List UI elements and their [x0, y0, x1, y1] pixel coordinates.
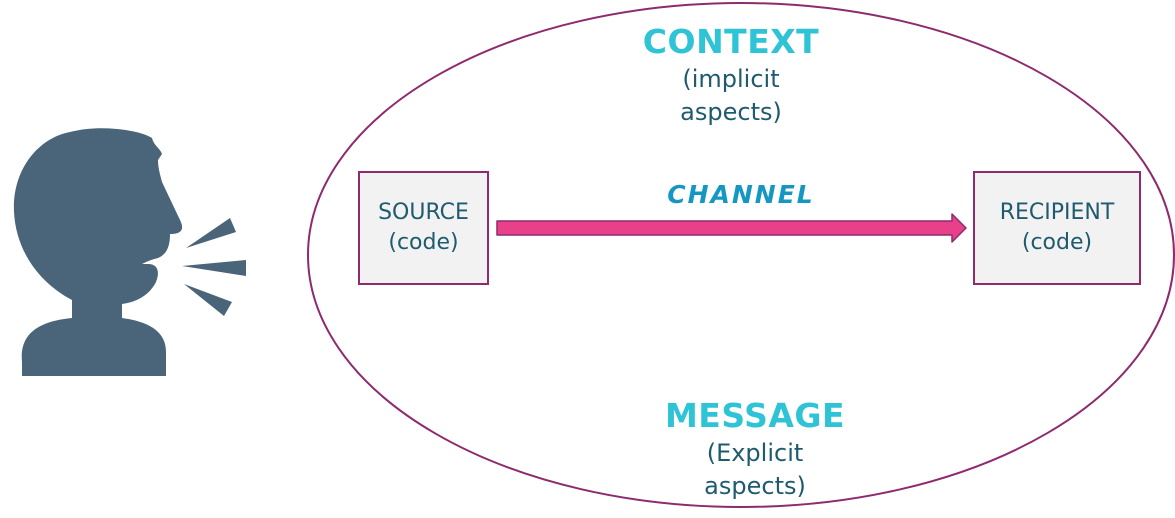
- message-subtext-line1: (Explicit: [706, 439, 804, 467]
- channel-arrow: [496, 213, 967, 243]
- source-box: SOURCE (code): [358, 171, 489, 285]
- context-heading: CONTEXT: [642, 22, 820, 61]
- message-label: MESSAGE (Explicit aspects): [625, 396, 885, 503]
- speaking-head-icon: [13, 128, 246, 376]
- channel-label: CHANNEL: [667, 180, 815, 209]
- recipient-label: RECIPIENT: [999, 200, 1115, 225]
- message-heading: MESSAGE: [664, 396, 846, 435]
- recipient-box: RECIPIENT (code): [973, 171, 1141, 285]
- context-ellipse: [307, 2, 1175, 508]
- recipient-code-label: (code): [1021, 230, 1093, 255]
- context-label: CONTEXT (implicit aspects): [611, 22, 851, 129]
- context-subtext-line2: aspects): [680, 98, 782, 126]
- source-label: SOURCE: [378, 200, 469, 225]
- context-subtext-line1: (implicit: [682, 65, 780, 93]
- message-subtext-line2: aspects): [704, 472, 806, 500]
- source-code-label: (code): [388, 230, 459, 255]
